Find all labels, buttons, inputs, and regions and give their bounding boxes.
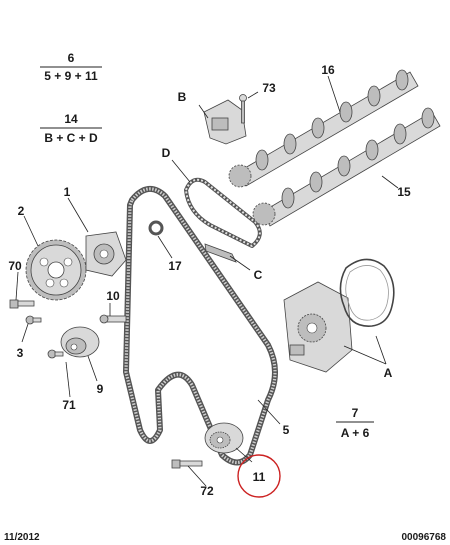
footer-reference: 00096768 xyxy=(402,532,447,543)
kit-14-composition: B + C + D xyxy=(44,131,98,145)
screw-3 xyxy=(25,315,42,325)
screw-72 xyxy=(171,459,203,469)
callout-15: 15 xyxy=(397,185,411,199)
idler-11 xyxy=(204,422,244,454)
callout-2: 2 xyxy=(18,204,25,218)
water-pump-gasket xyxy=(339,258,395,327)
bracket xyxy=(203,99,247,145)
callout-10: 10 xyxy=(106,289,120,303)
stud-10 xyxy=(99,314,127,324)
callout-11: 11 xyxy=(253,470,266,484)
camshaft-15-sprocket xyxy=(252,202,276,226)
callout-A: A xyxy=(384,366,393,380)
leader-lines xyxy=(15,75,399,487)
camshaft-16-sprocket xyxy=(228,164,252,188)
pulley-hub xyxy=(85,231,127,277)
kit-14-note: 14 B + C + D xyxy=(40,112,102,145)
camshaft-16 xyxy=(237,69,419,187)
highlight-circle xyxy=(237,454,281,498)
kit-7-composition: A + 6 xyxy=(341,426,370,440)
screw-73 xyxy=(239,94,247,124)
callout-D: D xyxy=(162,146,171,160)
screw-70 xyxy=(9,299,35,309)
kit-7-note: 7 A + 6 xyxy=(336,406,374,440)
callout-1: 1 xyxy=(64,185,71,199)
callout-labels: 1 2 70 3 10 71 9 17 B 73 D C 16 15 5 A 7… xyxy=(8,63,411,498)
kit-6-note: 6 5 + 9 + 11 xyxy=(40,51,102,83)
kit-7-number: 7 xyxy=(352,406,359,420)
timing-chain xyxy=(184,177,262,248)
belt-idler-17 xyxy=(148,220,164,236)
callout-72: 72 xyxy=(200,484,214,498)
callout-C: C xyxy=(254,268,263,282)
camshaft-15 xyxy=(261,107,441,227)
crankshaft-sprocket xyxy=(25,239,87,301)
callout-70: 70 xyxy=(8,259,22,273)
callout-16: 16 xyxy=(321,63,335,77)
tensioner-9 xyxy=(60,326,100,358)
footer-date: 11/2012 xyxy=(4,532,40,543)
callout-73: 73 xyxy=(262,81,276,95)
screw-71 xyxy=(47,349,64,359)
water-pump xyxy=(283,281,353,373)
chain-guide xyxy=(204,243,237,263)
timing-belt xyxy=(123,186,278,466)
callout-71: 71 xyxy=(62,398,76,412)
callout-9: 9 xyxy=(97,382,104,396)
kit-6-composition: 5 + 9 + 11 xyxy=(44,69,98,83)
callout-3: 3 xyxy=(17,346,24,360)
callout-5: 5 xyxy=(283,423,290,437)
callout-17: 17 xyxy=(168,259,182,273)
kit-6-number: 6 xyxy=(68,51,75,65)
callout-B: B xyxy=(178,90,187,104)
kit-14-number: 14 xyxy=(64,112,78,126)
